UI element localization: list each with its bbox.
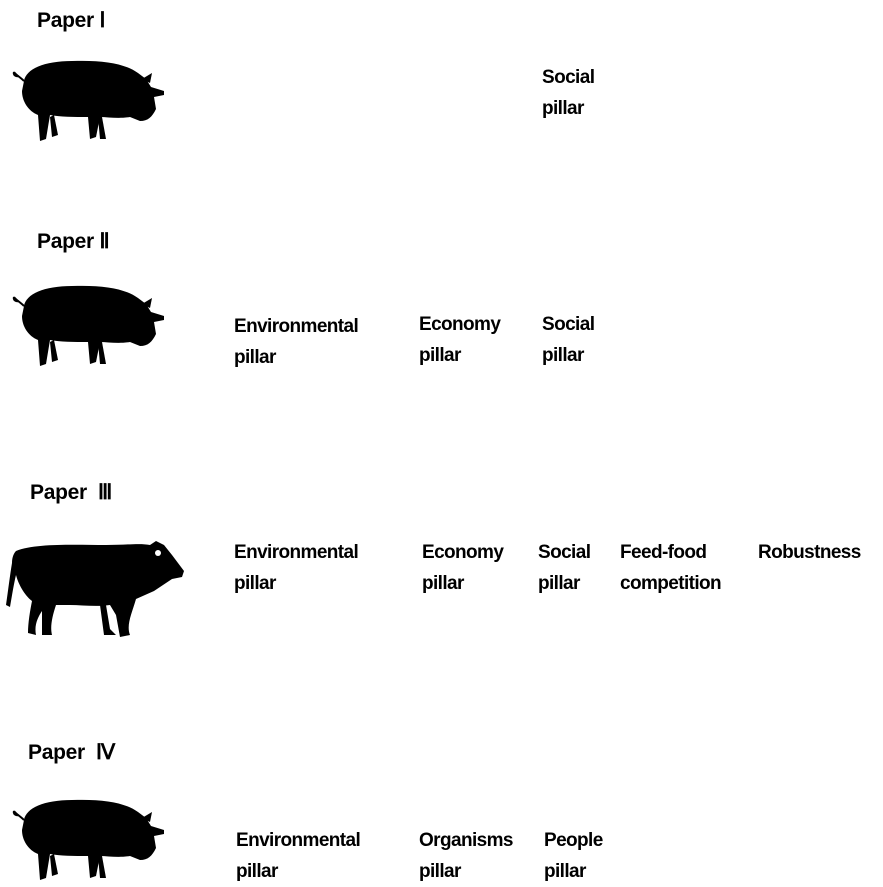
paper-3-environmental-pillar: Environmental pillar [234,542,359,594]
paper-3-social-pillar: Social pillar [538,542,591,594]
paper-3-economy-pillar: Economy pillar [422,542,504,594]
paper-2-economy-pillar: Economy pillar [419,314,501,366]
paper-3-robustness: Robustness [758,542,861,563]
paper-1-social-pillar: Social pillar [542,67,595,119]
paper-2-environmental-pillar: Environmental pillar [234,316,359,368]
paper-4-environmental-pillar: Environmental pillar [236,830,361,882]
paper-2-title: Paper Ⅱ [37,230,110,253]
pig-silhouette-icon [10,794,170,884]
paper-1-title: Paper Ⅰ [37,9,106,32]
pig-silhouette-icon [10,55,170,145]
paper-4-organisms-pillar: Organisms pillar [419,830,513,882]
bull-silhouette-icon [6,535,188,643]
paper-2-social-pillar: Social pillar [542,314,595,366]
paper-3-title: Paper Ⅲ [30,481,113,504]
pig-silhouette-icon [10,280,170,370]
paper-4-people-pillar: People pillar [544,830,603,882]
paper-3-feed-food-competition: Feed-food competition [620,542,722,594]
paper-4-title: Paper Ⅳ [28,741,116,764]
